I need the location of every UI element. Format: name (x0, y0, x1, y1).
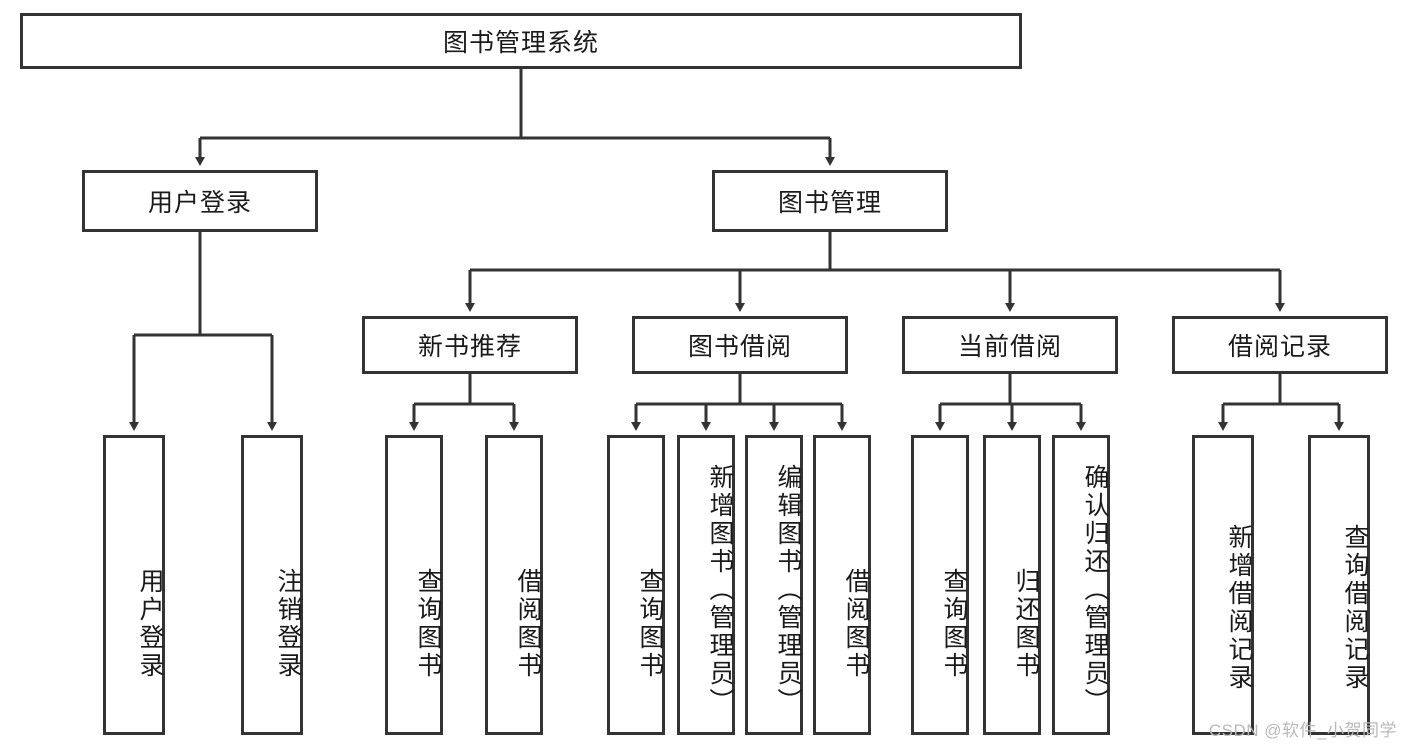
node-current-borrow[interactable]: 当前借阅 (902, 316, 1118, 374)
leaf-add-book-admin[interactable]: 新增图书（管理员） (677, 435, 735, 735)
watermark: CSDN @软件_小贺同学 (1208, 721, 1397, 740)
leaf-add-borrow-record[interactable]: 新增借阅记录 (1192, 435, 1254, 735)
leaf-query-book-borrow[interactable]: 查询图书 (607, 435, 665, 735)
node-new-book-recommend[interactable]: 新书推荐 (362, 316, 578, 374)
leaf-query-book-current[interactable]: 查询图书 (911, 435, 969, 735)
node-borrow-record[interactable]: 借阅记录 (1172, 316, 1388, 374)
leaf-logout[interactable]: 注销登录 (241, 435, 303, 735)
leaf-query-borrow-record[interactable]: 查询借阅记录 (1308, 435, 1370, 735)
leaf-borrow-book[interactable]: 借阅图书 (813, 435, 871, 735)
leaf-edit-book-admin[interactable]: 编辑图书（管理员） (745, 435, 803, 735)
leaf-confirm-return-admin[interactable]: 确认归还（管理员） (1052, 435, 1110, 735)
leaf-user-login[interactable]: 用户登录 (103, 435, 165, 735)
leaf-borrow-book-recommend[interactable]: 借阅图书 (485, 435, 543, 735)
leaf-return-book[interactable]: 归还图书 (983, 435, 1041, 735)
node-book-management[interactable]: 图书管理 (712, 170, 948, 232)
node-user-login[interactable]: 用户登录 (82, 170, 318, 232)
node-book-borrow[interactable]: 图书借阅 (632, 316, 848, 374)
node-root[interactable]: 图书管理系统 (20, 13, 1022, 69)
leaf-query-book-recommend[interactable]: 查询图书 (385, 435, 443, 735)
